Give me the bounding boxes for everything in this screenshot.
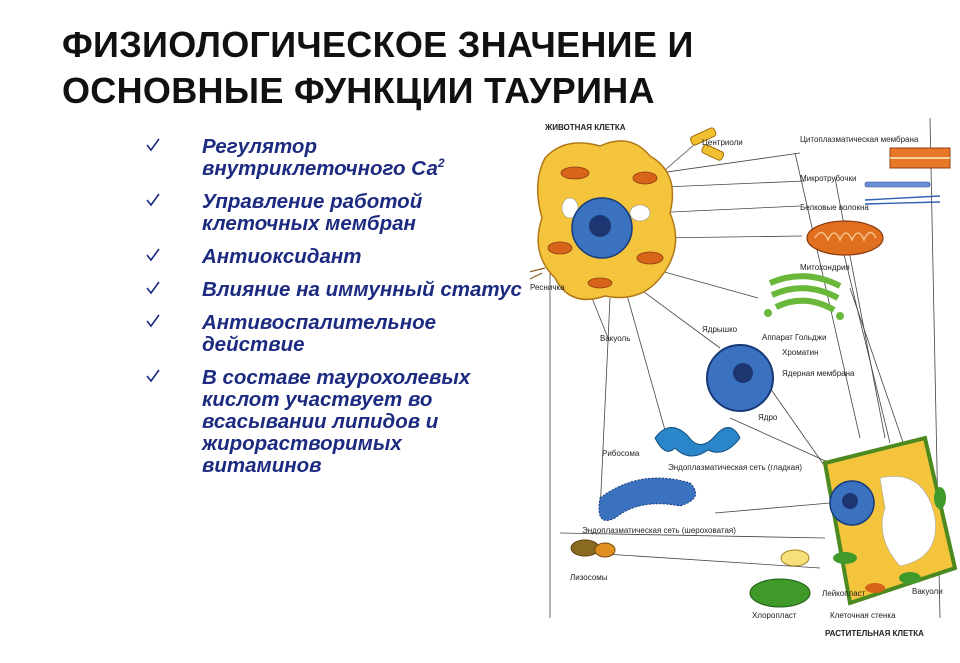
label-centrioles: Центриоли <box>702 138 743 147</box>
centrioles <box>690 127 725 161</box>
list-item: Антиоксидант <box>145 246 525 268</box>
label-leucoplast: Лейкопласт <box>822 589 866 598</box>
label-nuclear-membrane: Ядерная мембрана <box>782 369 855 378</box>
label-golgi: Аппарат Гольджи <box>762 333 826 342</box>
label-cell-wall: Клеточная стенка <box>830 611 896 620</box>
item-text: Влияние на иммунный статус <box>202 278 522 301</box>
label-vacuoles: Вакуоли <box>912 587 943 596</box>
list-item: В составе таурохолевых кислот участвует … <box>145 367 525 477</box>
label-mitochondria: Митохондрия <box>800 263 850 272</box>
leucoplast <box>780 549 810 567</box>
item-superscript: 2 <box>437 156 445 171</box>
label-nucleolus: Ядрышко <box>702 325 738 334</box>
cell-diagram: ЖИВОТНАЯ КЛЕТКА Центриоли Цитоплазматиче… <box>530 118 958 638</box>
list-item: Регулятор внутриклеточного Са2 <box>145 136 525 180</box>
item-text: Управление работой клеточных мембран <box>202 190 423 235</box>
animal-cell <box>530 140 677 301</box>
protein-fibers <box>864 195 941 205</box>
smooth-er <box>654 427 741 457</box>
label-er-smooth: Эндоплазматическая сеть (гладкая) <box>668 463 802 472</box>
label-chromatin: Хроматин <box>782 348 819 357</box>
label-er-rough: Эндоплазматическая сеть (шероховатая) <box>582 526 736 535</box>
function-list: Регулятор внутриклеточного Са2 Управлени… <box>145 136 525 488</box>
item-text: Антивоспалительное действие <box>202 311 437 356</box>
label-membrane: Цитоплазматическая мембрана <box>800 135 919 144</box>
golgi-apparatus <box>764 273 844 320</box>
item-text: Антиоксидант <box>202 245 362 268</box>
checkmark-icon <box>146 193 160 207</box>
plant-cell <box>822 435 958 606</box>
list-item: Управление работой клеточных мембран <box>145 191 525 235</box>
lysosomes <box>570 539 616 558</box>
label-cilium: Ресничка <box>530 283 565 292</box>
microtubules <box>864 181 931 188</box>
label-nucleus: Ядро <box>758 413 778 422</box>
checkmark-icon <box>146 369 160 383</box>
nucleus-detail <box>706 344 774 412</box>
item-text: В составе таурохолевых кислот участвует … <box>202 366 471 477</box>
label-microtubules: Микротрубочки <box>800 174 856 183</box>
mitochondrion <box>806 220 884 256</box>
checkmark-icon <box>146 314 160 328</box>
slide-title: ФИЗИОЛОГИЧЕСКОЕ ЗНАЧЕНИЕ И ОСНОВНЫЕ ФУНК… <box>62 24 694 111</box>
checkmark-icon <box>146 281 160 295</box>
label-plant-cell: РАСТИТЕЛЬНАЯ КЛЕТКА <box>825 629 924 638</box>
list-item: Антивоспалительное действие <box>145 312 525 356</box>
label-lysosomes: Лизосомы <box>570 573 608 582</box>
label-ribosome: Рибосома <box>602 449 640 458</box>
checkmark-icon <box>146 248 160 262</box>
chloroplast <box>749 578 811 608</box>
label-chloroplast: Хлоропласт <box>752 611 797 620</box>
list-item: Влияние на иммунный статус <box>145 279 525 301</box>
rough-er <box>598 477 697 521</box>
membrane-fragment <box>889 147 951 169</box>
item-text: Регулятор внутриклеточного Са <box>202 135 438 180</box>
label-fibers: Белковые волокна <box>800 203 869 212</box>
label-animal-cell: ЖИВОТНАЯ КЛЕТКА <box>544 123 626 132</box>
checkmark-icon <box>146 138 160 152</box>
label-vacuole: Вакуоль <box>600 334 630 343</box>
connector-lines <box>549 118 941 619</box>
